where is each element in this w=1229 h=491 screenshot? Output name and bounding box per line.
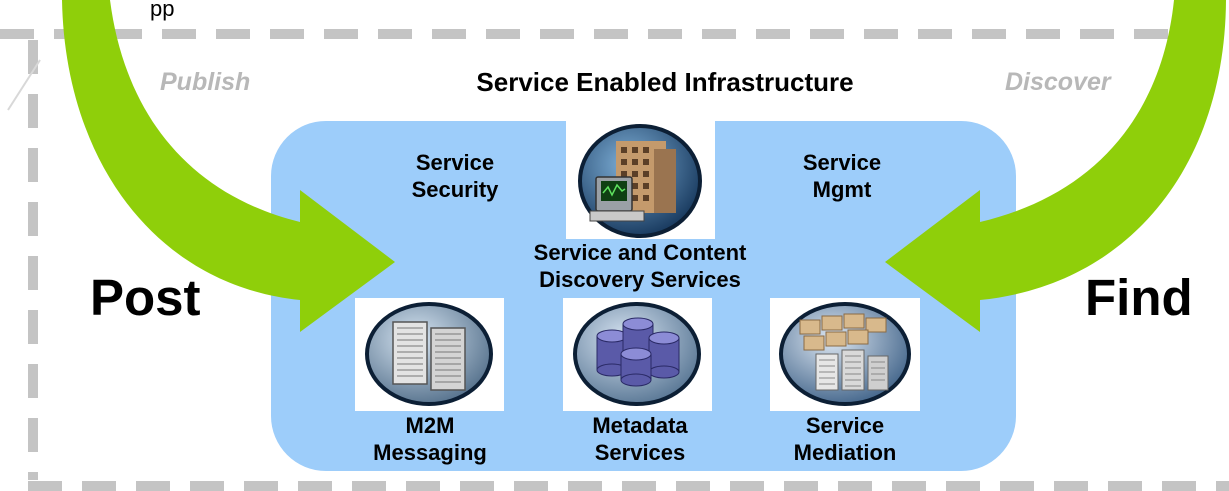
office-building-icon (578, 124, 702, 238)
service-mediation-label: Service Mediation (793, 413, 897, 465)
service-mediation-tile (770, 298, 920, 411)
diagram-top-fragment: pp (150, 0, 175, 21)
m2m-messaging-label: M2M Messaging (373, 413, 487, 465)
service-security-label: Service Security (411, 150, 499, 202)
metadata-services-label: Metadata Services (592, 413, 688, 465)
publish-cue: Publish (160, 68, 251, 96)
service-mgmt-label: Service Mgmt (802, 150, 882, 202)
post-label: Post (90, 269, 201, 326)
find-label: Find (1085, 269, 1193, 326)
discover-cue: Discover (1005, 68, 1111, 96)
core-service-label: Service and Content Discovery Services (533, 240, 747, 292)
server-icon (365, 302, 493, 406)
publish-arrow (62, 0, 395, 332)
m2m-messaging-tile (355, 298, 504, 411)
database-icon (573, 302, 701, 406)
discover-arrow (885, 0, 1226, 332)
diagram-title: Service Enabled Infrastructure (476, 67, 854, 97)
core-icon-tile (566, 121, 715, 239)
metadata-services-tile (563, 298, 712, 411)
data-center-icon (779, 302, 911, 406)
